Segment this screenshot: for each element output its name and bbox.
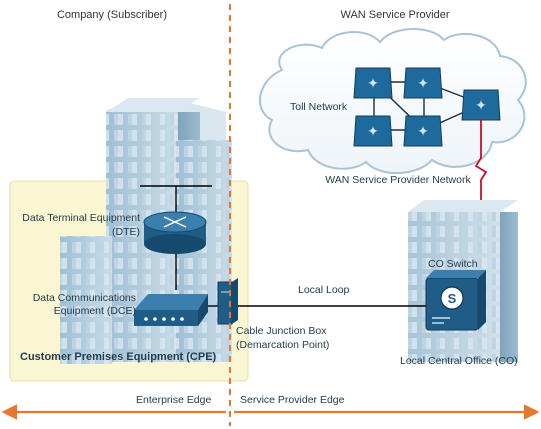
dte-label-line2: (DTE) <box>112 226 140 238</box>
provider-edge-label: Service Provider Edge <box>240 394 345 406</box>
junction-label-line2: (Demarcation Point) <box>236 339 330 351</box>
svg-text:✦: ✦ <box>475 98 487 114</box>
wan-switch-3: ✦ <box>353 115 393 147</box>
provider-edge-arrow <box>234 404 540 420</box>
co-label: Local Central Office (CO) <box>400 355 518 367</box>
local-loop-label: Local Loop <box>298 284 350 296</box>
svg-text:✦: ✦ <box>417 76 429 92</box>
toll-network-label: Toll Network <box>290 101 348 113</box>
wan-switch-5: ✦ <box>461 89 501 121</box>
co-switch-label: CO Switch <box>428 258 478 270</box>
dte-router <box>143 211 207 254</box>
enterprise-edge-arrow <box>1 404 226 420</box>
dce-label-line2: Equipment (DCE) <box>53 305 136 317</box>
dce-label-line1: Data Communications <box>32 292 136 304</box>
provider-network-label: WAN Service Provider Network <box>325 174 471 186</box>
cpe-label: Customer Premises Equipment (CPE) <box>20 351 217 363</box>
svg-text:✦: ✦ <box>417 124 429 140</box>
heading-wan-provider: WAN Service Provider <box>340 9 450 21</box>
wan-switch-4: ✦ <box>403 115 443 147</box>
cable-junction-box <box>217 278 238 325</box>
serial-link <box>474 120 488 204</box>
co-switch-glyph: S <box>448 291 457 306</box>
wan-switch-1: ✦ <box>353 67 393 99</box>
co-switch-device <box>425 270 486 331</box>
heading-company: Company (Subscriber) <box>56 9 168 21</box>
svg-text:✦: ✦ <box>367 124 379 140</box>
wan-switch-2: ✦ <box>403 67 443 99</box>
junction-label-line1: Cable Junction Box <box>236 325 327 337</box>
enterprise-edge-label: Enterprise Edge <box>136 394 212 406</box>
svg-text:✦: ✦ <box>367 76 379 92</box>
dce-modem <box>134 294 208 326</box>
dte-label-line1: Data Terminal Equipment <box>22 212 140 224</box>
